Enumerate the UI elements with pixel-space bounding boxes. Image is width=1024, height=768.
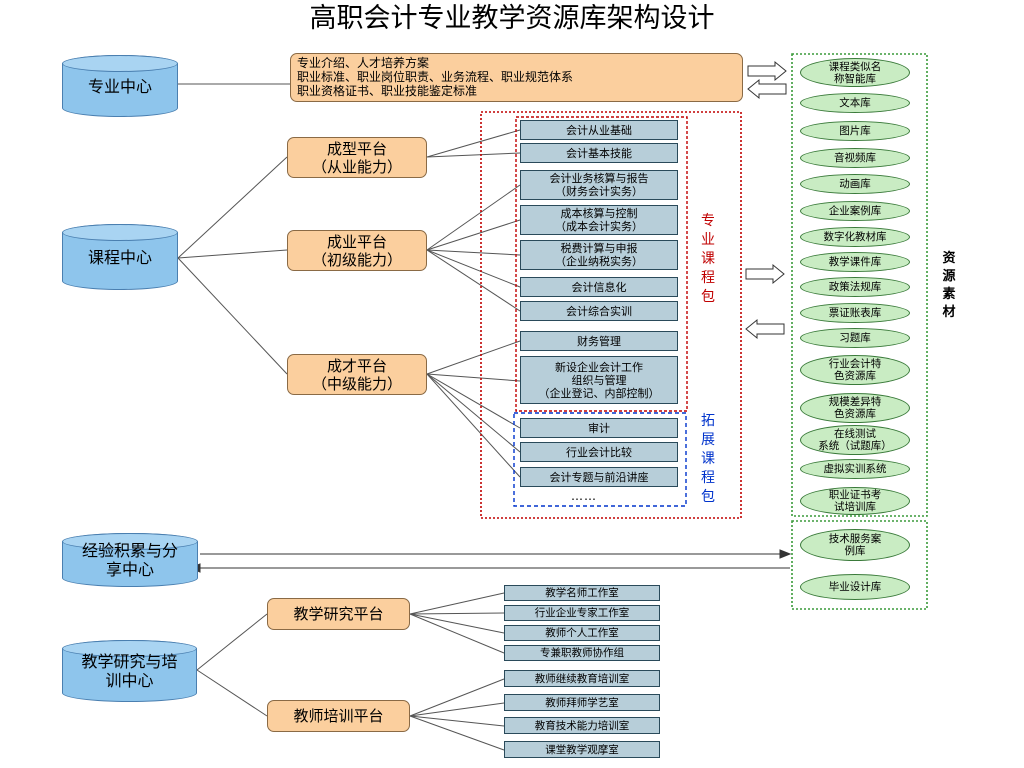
pro-package-border [515, 116, 688, 412]
ext-course-item: 会计专题与前沿讲座 [520, 467, 678, 487]
hollow-arrow-right-icon [745, 263, 785, 285]
hollow-arrow-left-icon [745, 318, 785, 340]
platform-formation: 成型平台 （从业能力） [287, 137, 427, 178]
course-item: 成本核算与控制 （成本会计实务） [520, 205, 678, 235]
platform-research: 教学研究平台 [267, 598, 410, 630]
resource-item: 虚拟实训系统 [800, 459, 910, 479]
course-item: 财务管理 [520, 331, 678, 351]
connector [409, 613, 505, 634]
arrow-right-head [779, 549, 792, 559]
course-item: 会计信息化 [520, 277, 678, 297]
connector [426, 373, 521, 429]
resource-item: 在线测试 系统（试题库） [800, 425, 910, 455]
ext-course-item: 审计 [520, 418, 678, 438]
connector [426, 152, 521, 158]
course-item: 税费计算与申报 （企业纳税实务） [520, 240, 678, 270]
connector [426, 219, 521, 251]
training-item: 教育技术能力培训室 [504, 717, 660, 734]
intro-line: 职业资格证书、职业技能鉴定标准 [297, 84, 478, 98]
major-center-label: 专业中心 [87, 76, 152, 96]
resource-item: 职业证书考 试培训库 [800, 487, 910, 515]
connector [177, 156, 288, 259]
ext-more-dots: …… [571, 489, 597, 503]
major-center: 专业中心 [62, 55, 178, 117]
course-item: 会计基本技能 [520, 143, 678, 163]
resource-item: 数字化教材库 [800, 227, 910, 247]
connector [426, 184, 521, 251]
connector [426, 249, 521, 312]
connector [409, 715, 505, 727]
hollow-arrow-right-icon [747, 60, 787, 82]
resource-item: 课程类似名 称智能库 [800, 58, 910, 87]
major-intro-box: 专业介绍、人才培养方案 职业标准、职业岗位职责、业务流程、职业规范体系 职业资格… [290, 53, 743, 102]
ext-package-border [513, 412, 687, 507]
resource-item: 教学课件库 [800, 252, 910, 272]
training-item: 教师继续教育培训室 [504, 670, 660, 687]
connector [426, 373, 521, 478]
connector [426, 249, 521, 288]
course-package-border [480, 111, 742, 519]
connector [196, 613, 268, 671]
resource-item: 图片库 [800, 121, 910, 141]
training-item: 教师拜师学艺室 [504, 694, 660, 711]
hollow-arrow-left-icon [747, 78, 787, 100]
resource-item: 文本库 [800, 93, 910, 113]
platform-career: 成业平台 （初级能力） [287, 230, 427, 271]
connector [426, 340, 521, 375]
connector [409, 702, 505, 717]
resource-item: 行业会计特 色资源库 [800, 355, 910, 385]
resource-item: 动画库 [800, 174, 910, 194]
extra-resource-border [791, 520, 928, 610]
course-item: 会计业务核算与报告 （财务会计实务） [520, 170, 678, 200]
resource-item: 票证账表库 [800, 303, 910, 323]
studio-item: 行业企业专家工作室 [504, 605, 660, 621]
course-item: 会计综合实训 [520, 301, 678, 321]
resource-item: 音视频库 [800, 148, 910, 168]
course-center-label: 课程中心 [87, 247, 152, 267]
studio-item: 教学名师工作室 [504, 585, 660, 601]
connector [409, 678, 505, 717]
connector [409, 592, 505, 615]
platform-training: 教师培训平台 [267, 700, 410, 732]
connector [426, 129, 521, 158]
page-title: 高职会计专业教学资源库架构设计 [309, 3, 715, 34]
connector [196, 669, 268, 717]
connector [409, 613, 505, 654]
course-item: 会计从业基础 [520, 120, 678, 140]
connector [426, 373, 521, 382]
resource-item: 企业案例库 [800, 201, 910, 221]
pro-package-label: 专业课程包 [701, 213, 715, 305]
course-center: 课程中心 [62, 224, 178, 290]
experience-center: 经验积累与分享中心 [62, 533, 198, 587]
connector [409, 612, 505, 615]
connector [177, 257, 288, 375]
studio-item: 教师个人工作室 [504, 625, 660, 641]
ext-package-label: 拓展课程包 [701, 413, 715, 505]
resource-item: 政策法规库 [800, 277, 910, 297]
training-item: 课堂教学观摩室 [504, 741, 660, 758]
research-center: 教学研究与培训中心 [62, 640, 197, 702]
resource-item: 技术服务案 例库 [800, 529, 910, 561]
intro-line: 专业介绍、人才培养方案 [297, 56, 430, 70]
ext-course-item: 行业会计比较 [520, 442, 678, 462]
intro-line: 职业标准、职业岗位职责、业务流程、职业规范体系 [297, 70, 574, 84]
connector [177, 249, 288, 259]
resource-border [791, 53, 928, 517]
resource-item: 毕业设计库 [800, 574, 910, 600]
resource-label: 资源素材 [942, 251, 956, 320]
resource-item: 规模差异特 色资源库 [800, 393, 910, 423]
course-item: 新设企业会计工作 组织与管理 （企业登记、内部控制） [520, 356, 678, 404]
experience-center-label: 经验积累与分享中心 [81, 541, 178, 579]
connector [426, 373, 521, 453]
platform-talent: 成才平台 （中级能力） [287, 354, 427, 395]
connector [426, 249, 521, 256]
resource-item: 习题库 [800, 328, 910, 348]
research-center-label: 教学研究与培训中心 [81, 652, 178, 690]
studio-item: 专兼职教师协作组 [504, 645, 660, 661]
connector [409, 715, 505, 751]
